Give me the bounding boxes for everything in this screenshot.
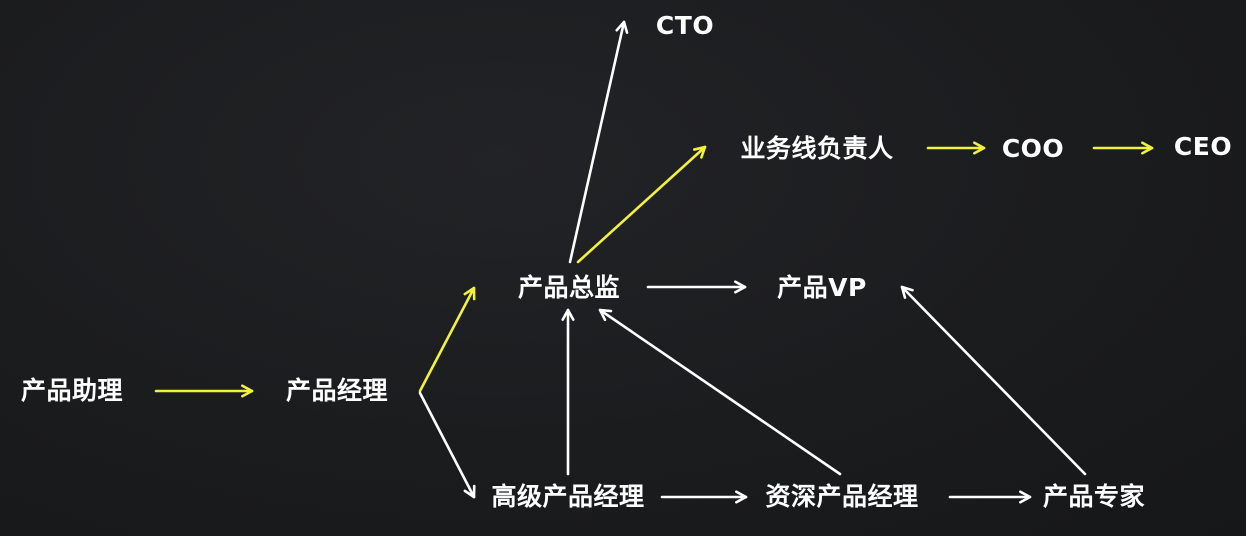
arrow-shaft	[418, 286, 476, 393]
arrow-director-to-vp	[646, 280, 747, 294]
arrow-coo-to-ceo	[1092, 141, 1154, 155]
arrow-head	[615, 20, 629, 34]
arrow-director-to-business-head	[576, 145, 707, 264]
arrow-shaft	[418, 391, 476, 499]
arrow-manager-to-director	[418, 286, 476, 393]
arrow-head	[693, 145, 707, 159]
arrow-senior-manager-to-director	[561, 308, 575, 476]
arrow-shaft	[598, 308, 842, 476]
arrow-head	[973, 141, 986, 155]
arrow-shaft	[576, 145, 707, 264]
arrow-head	[598, 308, 613, 322]
node-principal-product-manager: 资深产品经理	[765, 482, 919, 511]
arrow-head	[1141, 141, 1154, 155]
arrow-head	[734, 280, 747, 294]
arrow-shaft	[568, 20, 626, 264]
arrow-manager-to-senior-manager	[418, 391, 476, 499]
arrow-expert-to-vp	[900, 285, 1087, 476]
node-product-vp: 产品VP	[777, 273, 867, 302]
arrow-head	[735, 490, 748, 504]
arrow-assistant-to-manager	[154, 384, 254, 398]
arrow-business-head-to-coo	[926, 141, 986, 155]
node-senior-product-manager: 高级产品经理	[491, 482, 645, 511]
arrow-head	[463, 286, 476, 301]
arrow-senior-manager-to-principal-manager	[660, 490, 748, 504]
node-cto: CTO	[655, 11, 715, 40]
node-product-assistant: 产品助理	[20, 376, 124, 405]
node-product-director: 产品总监	[517, 273, 621, 302]
node-coo: COO	[1001, 134, 1065, 163]
arrow-head	[561, 308, 575, 321]
node-business-line-head: 业务线负责人	[740, 134, 894, 163]
node-product-expert: 产品专家	[1042, 482, 1146, 511]
arrow-head	[241, 384, 254, 398]
arrow-head	[463, 484, 476, 499]
arrow-shaft	[900, 285, 1087, 476]
arrow-head	[900, 285, 914, 299]
arrow-principal-manager-to-director	[598, 308, 842, 476]
node-ceo: CEO	[1173, 132, 1233, 161]
arrow-principal-manager-to-expert	[948, 490, 1032, 504]
node-product-manager: 产品经理	[285, 376, 389, 405]
arrow-director-to-cto	[568, 20, 629, 264]
arrow-head	[1019, 490, 1032, 504]
